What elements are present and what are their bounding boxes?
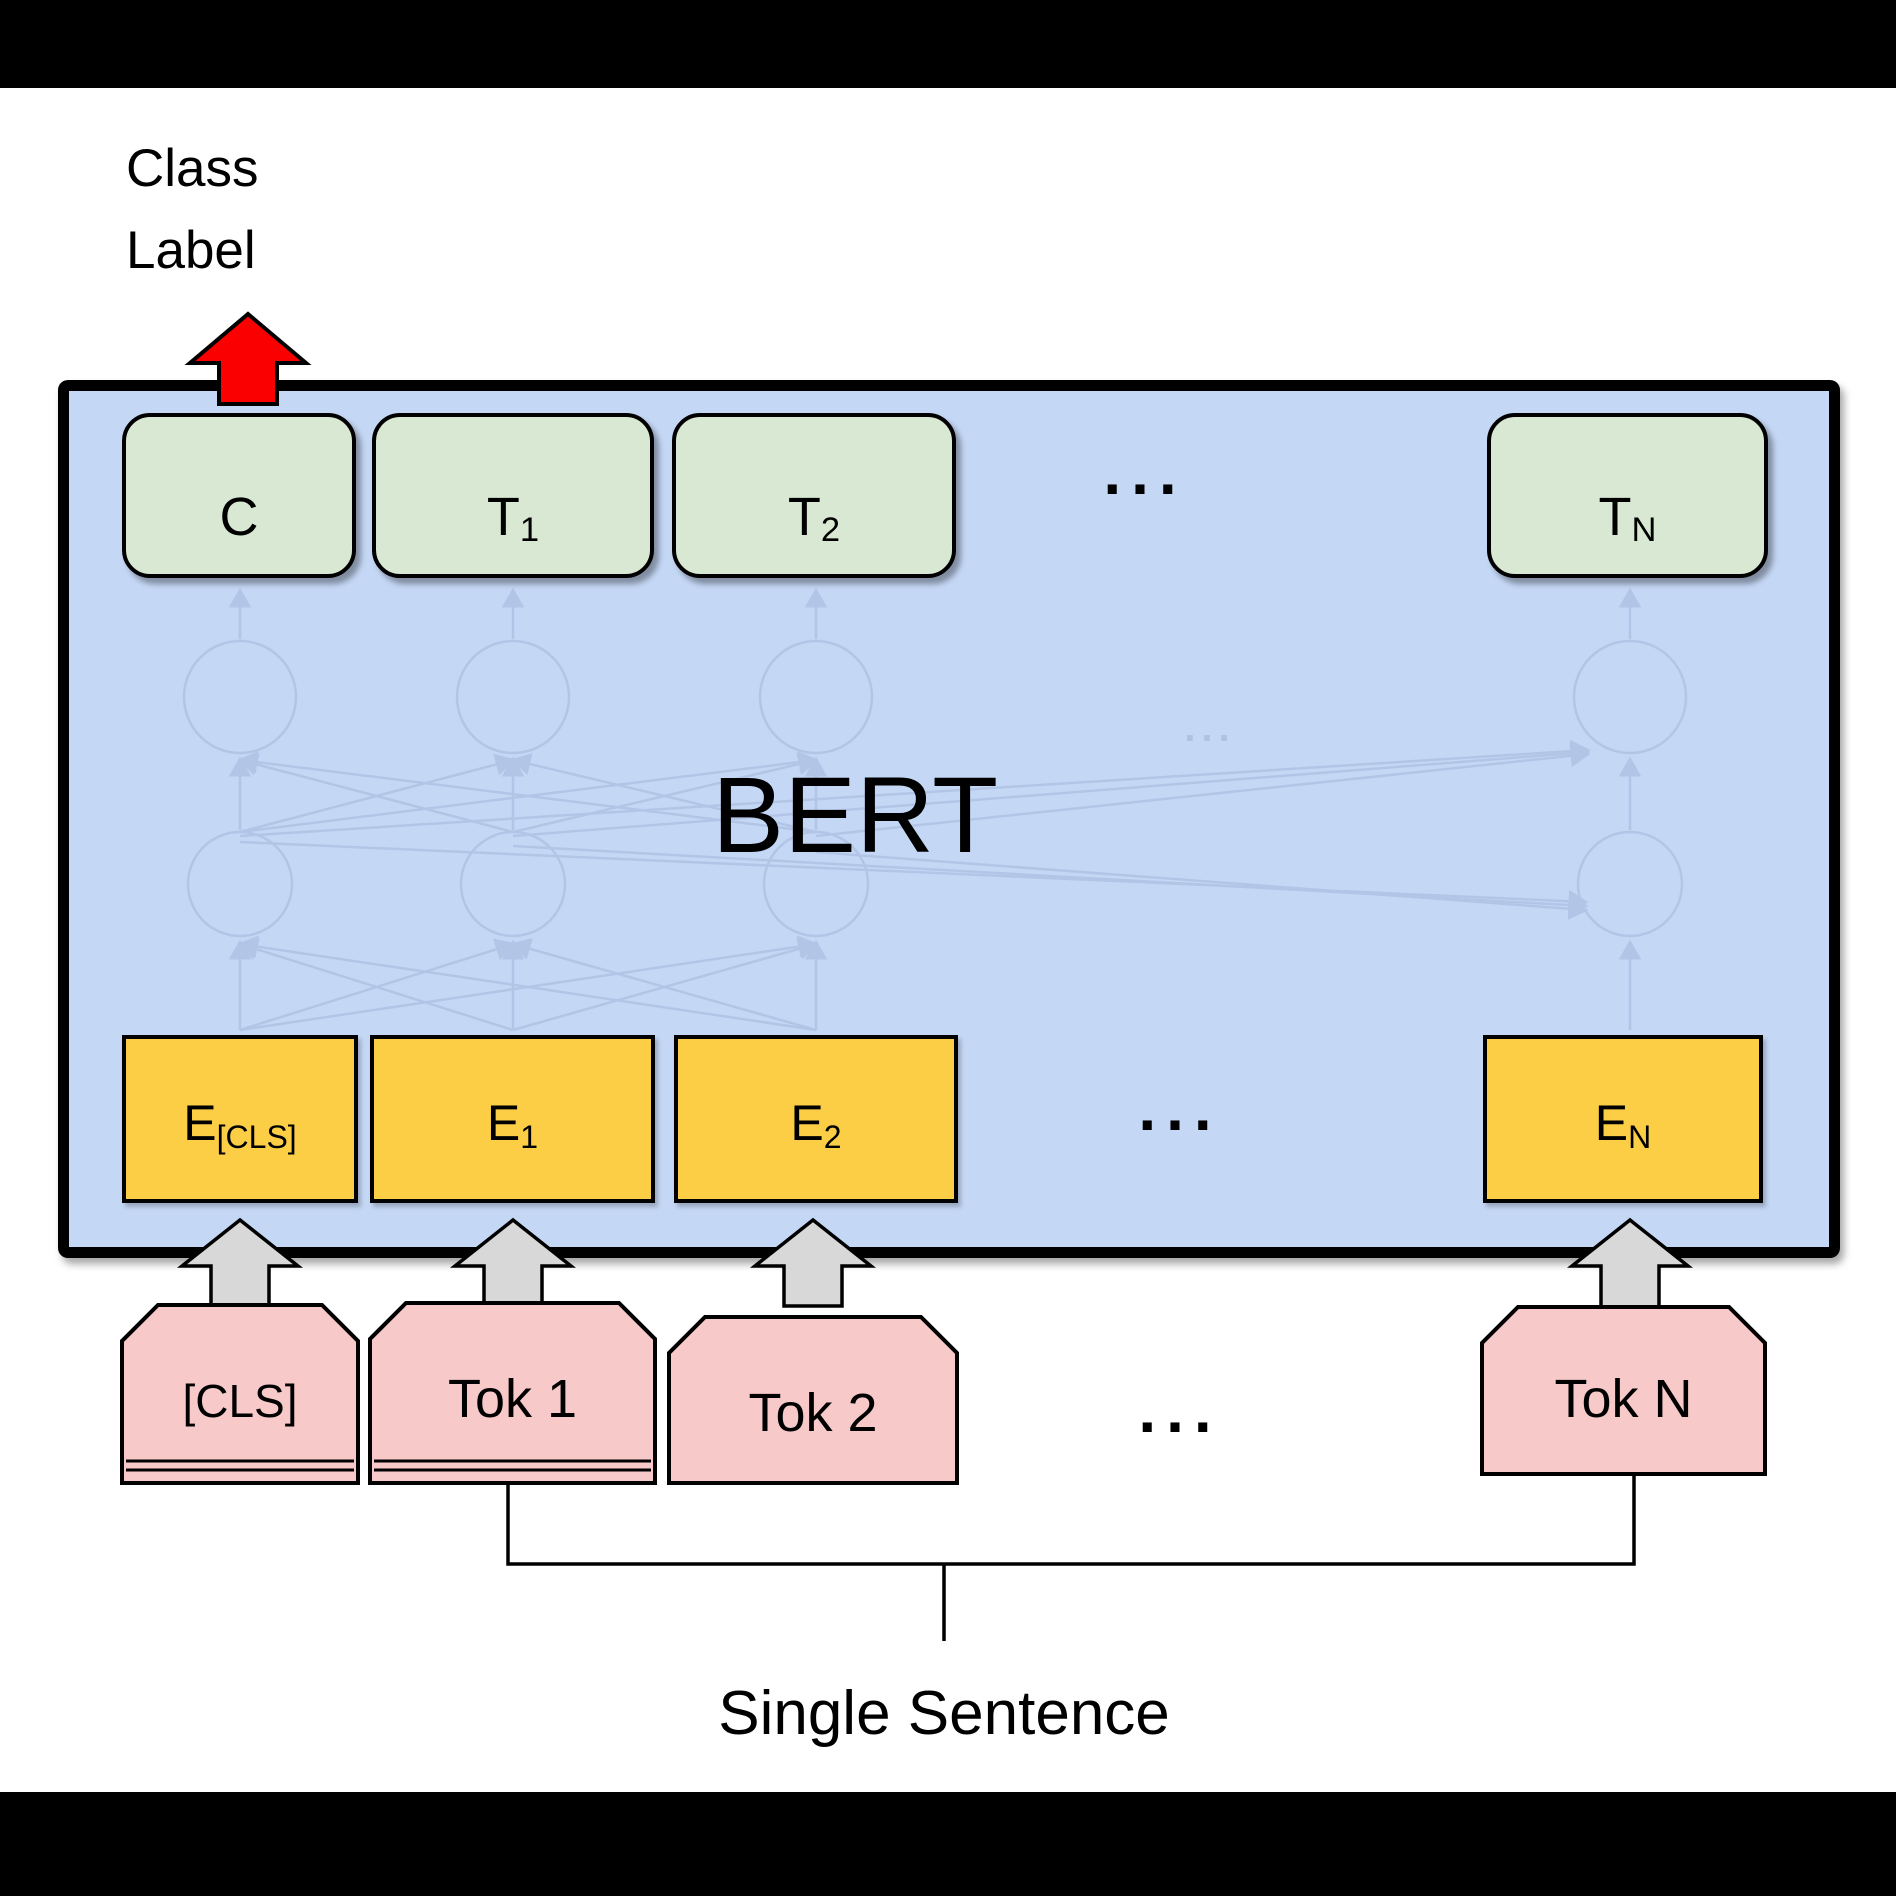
token-label-cls: [CLS] bbox=[182, 1375, 298, 1427]
embedding-label-ecls: E bbox=[183, 1095, 217, 1151]
class-label-text: Class Label bbox=[126, 128, 259, 292]
output-label-t2-sub: 2 bbox=[820, 511, 841, 549]
token-label-1: Tok 1 bbox=[447, 1369, 578, 1429]
embedding-label-e1: E bbox=[486, 1095, 521, 1151]
letterbox-top bbox=[0, 0, 1896, 88]
token-row-ellipsis: ... bbox=[1138, 1374, 1222, 1446]
sentence-bracket bbox=[506, 1474, 1636, 1566]
token-label-2: Tok 2 bbox=[748, 1383, 878, 1443]
token-label-n: Tok N bbox=[1554, 1369, 1693, 1429]
output-label-c: C bbox=[219, 486, 259, 547]
embedding-row-ellipsis: ... bbox=[1138, 1072, 1222, 1144]
output-row-ellipsis: ... bbox=[1103, 436, 1187, 508]
bert-title: BERT bbox=[711, 754, 999, 875]
embedding-box-ecls: E[CLS] bbox=[122, 1035, 358, 1203]
class-label-line1: Class bbox=[126, 139, 259, 198]
embedding-label-ecls-sub: [CLS] bbox=[216, 1118, 297, 1155]
output-label-tn-sub: N bbox=[1631, 511, 1657, 549]
single-sentence-caption: Single Sentence bbox=[718, 1679, 1170, 1748]
embedding-label-e1-sub: 1 bbox=[520, 1118, 539, 1155]
class-label-line2: Label bbox=[126, 221, 256, 280]
letterbox-bottom bbox=[0, 1792, 1896, 1896]
network-ellipsis: ... bbox=[1184, 706, 1236, 750]
embedding-label-e2: E bbox=[790, 1095, 824, 1151]
embedding-label-en: E bbox=[1594, 1095, 1629, 1151]
output-label-tn: T bbox=[1598, 486, 1632, 547]
output-label-t2: T bbox=[787, 486, 821, 547]
embedding-label-e2-sub: 2 bbox=[823, 1118, 842, 1155]
output-box-c: C bbox=[122, 413, 356, 578]
output-label-t1-sub: 1 bbox=[519, 511, 540, 549]
embedding-label-en-sub: N bbox=[1628, 1118, 1652, 1155]
output-label-t1: T bbox=[486, 486, 520, 547]
